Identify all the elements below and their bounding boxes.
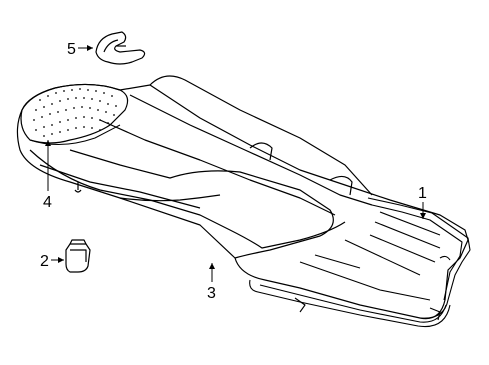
callout-2: 2 [40,253,49,270]
seat-frame [249,197,471,328]
callout-3: 3 [207,285,216,302]
seat-bracket [95,31,146,65]
seat-cushion [16,75,469,320]
callout-5: 5 [67,41,76,58]
foam-texture [33,88,117,137]
seat-clip [65,239,91,273]
seat-foam-pad [20,83,129,146]
callout-4: 4 [43,194,52,211]
leader-lines [45,45,426,282]
callout-1: 1 [418,185,427,202]
